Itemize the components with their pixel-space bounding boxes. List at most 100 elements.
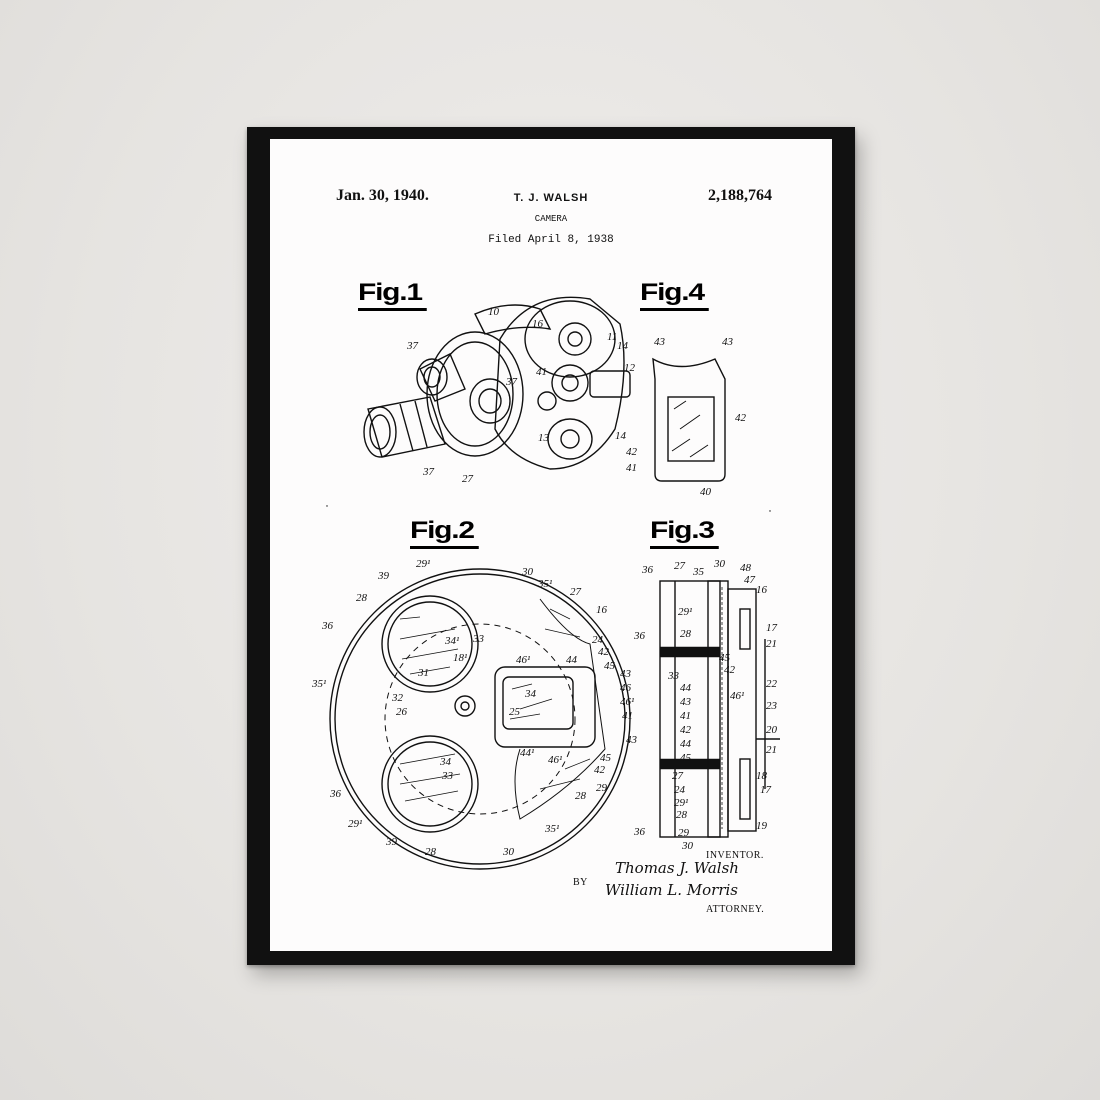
svg-text:14: 14 (615, 430, 627, 442)
svg-text:42: 42 (594, 764, 606, 776)
svg-text:16: 16 (532, 318, 544, 330)
svg-text:27: 27 (674, 560, 686, 572)
svg-text:11: 11 (607, 331, 617, 343)
svg-text:45: 45 (604, 660, 616, 672)
fig-2-label: Fig.2 (410, 517, 479, 549)
attorney-signature: William L. Morris (605, 881, 739, 899)
svg-text:33: 33 (441, 770, 454, 782)
svg-text:22: 22 (766, 678, 778, 690)
svg-text:43: 43 (626, 734, 638, 746)
svg-text:42: 42 (598, 646, 610, 658)
svg-text:27: 27 (570, 586, 582, 598)
svg-text:30: 30 (681, 840, 694, 852)
svg-text:41: 41 (622, 710, 633, 722)
inventor-signature: Thomas J. Walsh (615, 859, 739, 877)
svg-text:44: 44 (680, 682, 692, 694)
svg-text:36: 36 (633, 826, 646, 838)
svg-text:10: 10 (488, 306, 500, 318)
svg-text:43: 43 (722, 336, 734, 348)
svg-text:30: 30 (713, 558, 726, 570)
svg-text:42: 42 (735, 412, 747, 424)
svg-text:30: 30 (502, 846, 515, 858)
by-label: BY (573, 877, 588, 888)
svg-text:43: 43 (620, 668, 632, 680)
svg-text:13: 13 (538, 432, 550, 444)
svg-text:40: 40 (700, 486, 712, 498)
svg-text:36: 36 (329, 788, 342, 800)
svg-text:27: 27 (672, 770, 684, 782)
svg-text:14: 14 (617, 340, 629, 352)
fig-3-label: Fig.3 (650, 517, 719, 549)
fig-3-section-drawing (659, 580, 780, 838)
svg-text:46¹: 46¹ (516, 654, 530, 666)
svg-text:42: 42 (724, 664, 736, 676)
fig-4-film-frame-drawing (652, 357, 726, 482)
patent-inventor: T. J. WALSH (513, 192, 589, 204)
svg-text:33: 33 (472, 633, 485, 645)
attorney-label: ATTORNEY. (706, 904, 765, 915)
svg-text:37: 37 (406, 340, 419, 352)
svg-text:30: 30 (521, 566, 534, 578)
svg-text:33: 33 (667, 670, 680, 682)
svg-text:36: 36 (641, 564, 654, 576)
fig-2-cartridge-drawing (329, 568, 631, 870)
svg-text:23: 23 (766, 700, 778, 712)
svg-text:28: 28 (356, 592, 368, 604)
svg-text:42: 42 (626, 446, 638, 458)
svg-text:28: 28 (425, 846, 437, 858)
patent-number: 2,188,764 (708, 187, 772, 204)
svg-text:44: 44 (566, 654, 578, 666)
svg-text:44¹: 44¹ (520, 747, 534, 759)
svg-text:37: 37 (422, 466, 435, 478)
svg-text:34: 34 (524, 688, 537, 700)
inventor-label: INVENTOR. (706, 850, 764, 861)
svg-text:28: 28 (680, 628, 692, 640)
svg-text:34: 34 (439, 756, 452, 768)
patent-filed-date: Filed April 8, 1938 (488, 234, 614, 246)
svg-text:43: 43 (654, 336, 666, 348)
patent-title: CAMERA (534, 214, 568, 224)
svg-text:21: 21 (766, 744, 777, 756)
svg-text:35¹: 35¹ (544, 823, 559, 835)
svg-text:28: 28 (676, 809, 688, 821)
svg-text:28: 28 (575, 790, 587, 802)
svg-text:45: 45 (719, 652, 731, 664)
svg-text:32: 32 (391, 692, 404, 704)
svg-text:34¹: 34¹ (444, 635, 459, 647)
svg-text:20: 20 (766, 724, 778, 736)
svg-text:17: 17 (766, 622, 778, 634)
svg-text:46¹: 46¹ (620, 696, 634, 708)
svg-text:48: 48 (740, 562, 752, 574)
svg-text:47: 47 (744, 574, 756, 586)
svg-text:36: 36 (321, 620, 334, 632)
svg-text:29¹: 29¹ (416, 558, 430, 570)
svg-text:18: 18 (756, 770, 768, 782)
svg-text:29¹: 29¹ (348, 818, 362, 830)
svg-text:46¹: 46¹ (730, 690, 744, 702)
svg-text:16: 16 (756, 584, 768, 596)
svg-text:35¹: 35¹ (537, 578, 552, 590)
svg-text:17: 17 (760, 784, 772, 796)
svg-text:31: 31 (417, 667, 429, 679)
svg-text:43: 43 (680, 696, 692, 708)
svg-text:19: 19 (756, 820, 768, 832)
svg-text:25: 25 (509, 706, 521, 718)
svg-text:27: 27 (462, 473, 474, 485)
svg-text:26: 26 (396, 706, 408, 718)
patent-print: Jan. 30, 1940. T. J. WALSH 2,188,764 CAM… (270, 139, 832, 951)
svg-text:24: 24 (592, 634, 604, 646)
svg-text:39: 39 (377, 570, 390, 582)
svg-text:16: 16 (596, 604, 608, 616)
svg-text:45: 45 (600, 752, 612, 764)
svg-text:41: 41 (626, 462, 637, 474)
svg-text:12: 12 (624, 362, 636, 374)
patent-date: Jan. 30, 1940. (336, 187, 429, 204)
svg-text:46: 46 (620, 682, 632, 694)
svg-text:42: 42 (680, 724, 692, 736)
svg-text:29: 29 (678, 827, 690, 839)
svg-text:29¹: 29¹ (674, 797, 688, 809)
svg-text:41: 41 (680, 710, 691, 722)
svg-text:35: 35 (692, 566, 705, 578)
svg-text:21: 21 (766, 638, 777, 650)
